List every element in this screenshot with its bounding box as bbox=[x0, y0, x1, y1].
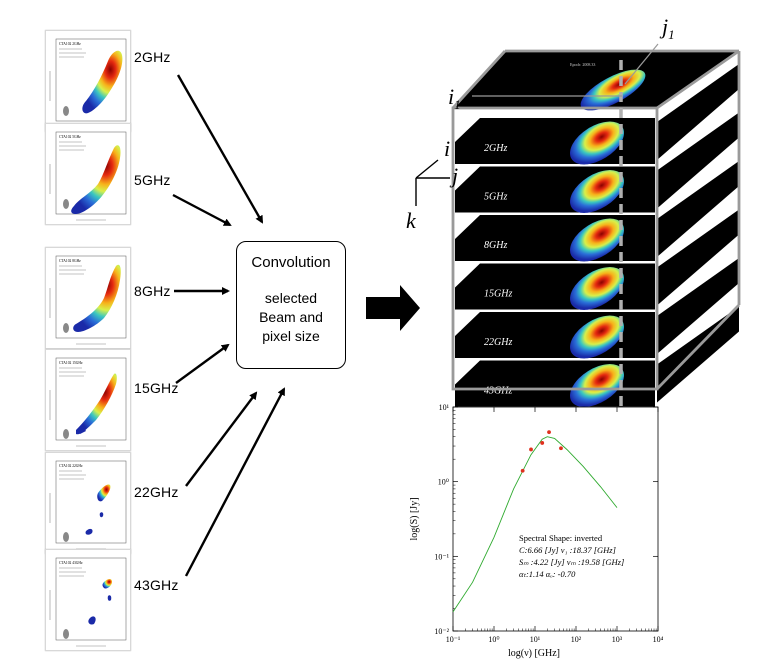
y-tick-label: 10⁻² bbox=[434, 627, 449, 636]
cube-right-layer bbox=[657, 161, 739, 257]
input-map-thumb: CTA102 8GHz bbox=[45, 247, 131, 349]
freq-label-2ghz: 2GHz bbox=[134, 49, 171, 65]
cube-layer-label: 5GHz bbox=[484, 192, 507, 203]
x-tick-label: 10¹ bbox=[530, 635, 541, 644]
thumb-title: CTA102 43GHz bbox=[59, 561, 83, 565]
arrow-5ghz bbox=[172, 193, 232, 227]
x-tick-label: 10⁴ bbox=[653, 635, 663, 644]
cube-layer bbox=[455, 215, 655, 261]
spectrum-xlabel: log(ν) [GHz] bbox=[508, 648, 560, 659]
cube-top-face bbox=[453, 51, 739, 108]
convolution-line-3: pixel size bbox=[262, 328, 320, 344]
cube-layer-notch bbox=[455, 118, 480, 142]
fit-line bbox=[452, 436, 618, 613]
data-cube: 2GHz 5GHz 8GHz 15GHz 22GHz 43GHz Epoch: 2008.… bbox=[406, 14, 741, 420]
convolution-box: Convolution selected Beam and pixel size bbox=[236, 241, 346, 369]
cube-right-layers bbox=[657, 64, 739, 403]
cube-layer-notch bbox=[455, 263, 480, 288]
data-point bbox=[520, 468, 525, 473]
x-tick-label: 10³ bbox=[612, 635, 623, 644]
top-epoch-text: Epoch: 2008.33 bbox=[570, 62, 595, 67]
thumb-title: CTA102 8GHz bbox=[59, 259, 81, 263]
cube-layer bbox=[455, 263, 655, 310]
cube-layer-notch bbox=[455, 166, 480, 191]
freq-label-22ghz: 22GHz bbox=[134, 484, 179, 500]
big-arrow bbox=[366, 285, 420, 331]
spectral-shape-text: Spectral Shape: inverted bbox=[519, 533, 603, 543]
cube-layer-blob bbox=[570, 218, 624, 262]
convolution-title: Convolution bbox=[251, 254, 331, 271]
thumb-title: CTA102 2GHz bbox=[59, 42, 81, 46]
cube-right-layer bbox=[657, 209, 739, 306]
cube-layer-blob bbox=[570, 364, 624, 407]
cube-layer-blob bbox=[570, 170, 624, 213]
input-map-thumb: CTA102 5GHz bbox=[45, 123, 131, 225]
pixel-i1-label: i1 bbox=[448, 84, 461, 112]
convolution-description: selected Beam and pixel size bbox=[237, 289, 345, 346]
cube-layer bbox=[455, 118, 655, 164]
convolution-line-2: Beam and bbox=[259, 309, 323, 325]
arrow-15ghz bbox=[175, 343, 230, 384]
cube-right-layer bbox=[657, 258, 739, 354]
cube-front-layers: 2GHz 5GHz 8GHz 15GHz 22GHz 43GHz bbox=[455, 118, 655, 407]
x-tick-label: 10² bbox=[571, 635, 582, 644]
x-tick-label: 10⁰ bbox=[488, 635, 499, 644]
spectral-param-2: Sₘ :4.22 [Jy] νₘ :19.58 [GHz] bbox=[519, 557, 624, 567]
cube-layer-label: 2GHz bbox=[484, 143, 507, 154]
pixel-j1-label: j1 bbox=[659, 14, 675, 42]
data-point bbox=[547, 430, 551, 435]
arrow-2ghz bbox=[176, 74, 264, 224]
input-map-thumb: CTA102 43GHz bbox=[45, 549, 131, 651]
input-map-thumb: CTA102 22GHz bbox=[45, 452, 131, 554]
freq-label-43ghz: 43GHz bbox=[134, 577, 179, 593]
thumb-title: CTA102 15GHz bbox=[59, 361, 83, 365]
x-tick-label: 10⁻¹ bbox=[446, 635, 461, 644]
thumb-title: CTA102 5GHz bbox=[59, 135, 81, 139]
axis-j-label: j bbox=[449, 163, 458, 188]
cube-right-layer bbox=[657, 64, 739, 160]
y-tick-label: 10⁰ bbox=[438, 478, 449, 487]
cube-layer bbox=[455, 166, 655, 213]
y-tick-label: 10⁻¹ bbox=[434, 552, 449, 561]
spectrum-plot-area bbox=[452, 406, 659, 632]
spectral-param-1: C:6.66 [Jy] ν₁ :18.37 [GHz] bbox=[519, 545, 616, 555]
arrow-43ghz bbox=[184, 387, 286, 577]
thumb-title: CTA102 22GHz bbox=[59, 464, 83, 468]
cube-right-layer bbox=[657, 306, 739, 403]
cube-layer-label: 22GHz bbox=[484, 337, 512, 348]
freq-label-5ghz: 5GHz bbox=[134, 172, 171, 188]
cube-layer-label: 8GHz bbox=[484, 240, 507, 251]
convolution-line-1: selected bbox=[264, 290, 318, 306]
data-point bbox=[540, 441, 545, 445]
cube-layer-label: 43GHz bbox=[484, 386, 512, 397]
data-point bbox=[529, 447, 533, 452]
y-tick-label: 10¹ bbox=[439, 403, 450, 412]
cube-layer-blob bbox=[570, 121, 624, 165]
cube-layer-notch bbox=[455, 312, 480, 336]
input-map-thumb: CTA102 15GHz bbox=[45, 349, 131, 451]
spectrum-ylabel: log(S) [Jy] bbox=[409, 497, 420, 540]
data-point bbox=[559, 446, 563, 451]
axis-i-label: i bbox=[444, 136, 450, 161]
cube-layer-blob bbox=[570, 267, 624, 310]
cube-layer-label: 15GHz bbox=[484, 289, 512, 300]
arrow-22ghz bbox=[185, 391, 258, 487]
cube-layer bbox=[455, 312, 655, 358]
cube-layer-blob bbox=[570, 315, 624, 359]
cube-layer-notch bbox=[455, 360, 480, 385]
freq-label-15ghz: 15GHz bbox=[134, 380, 179, 396]
cube-right-layer bbox=[657, 112, 739, 209]
freq-label-8ghz: 8GHz bbox=[134, 283, 171, 299]
axis-k-label: k bbox=[406, 208, 417, 233]
cube-layer-notch bbox=[455, 215, 480, 239]
spectral-param-3: αₜ:1.14 αₒ: -0.70 bbox=[519, 569, 576, 579]
